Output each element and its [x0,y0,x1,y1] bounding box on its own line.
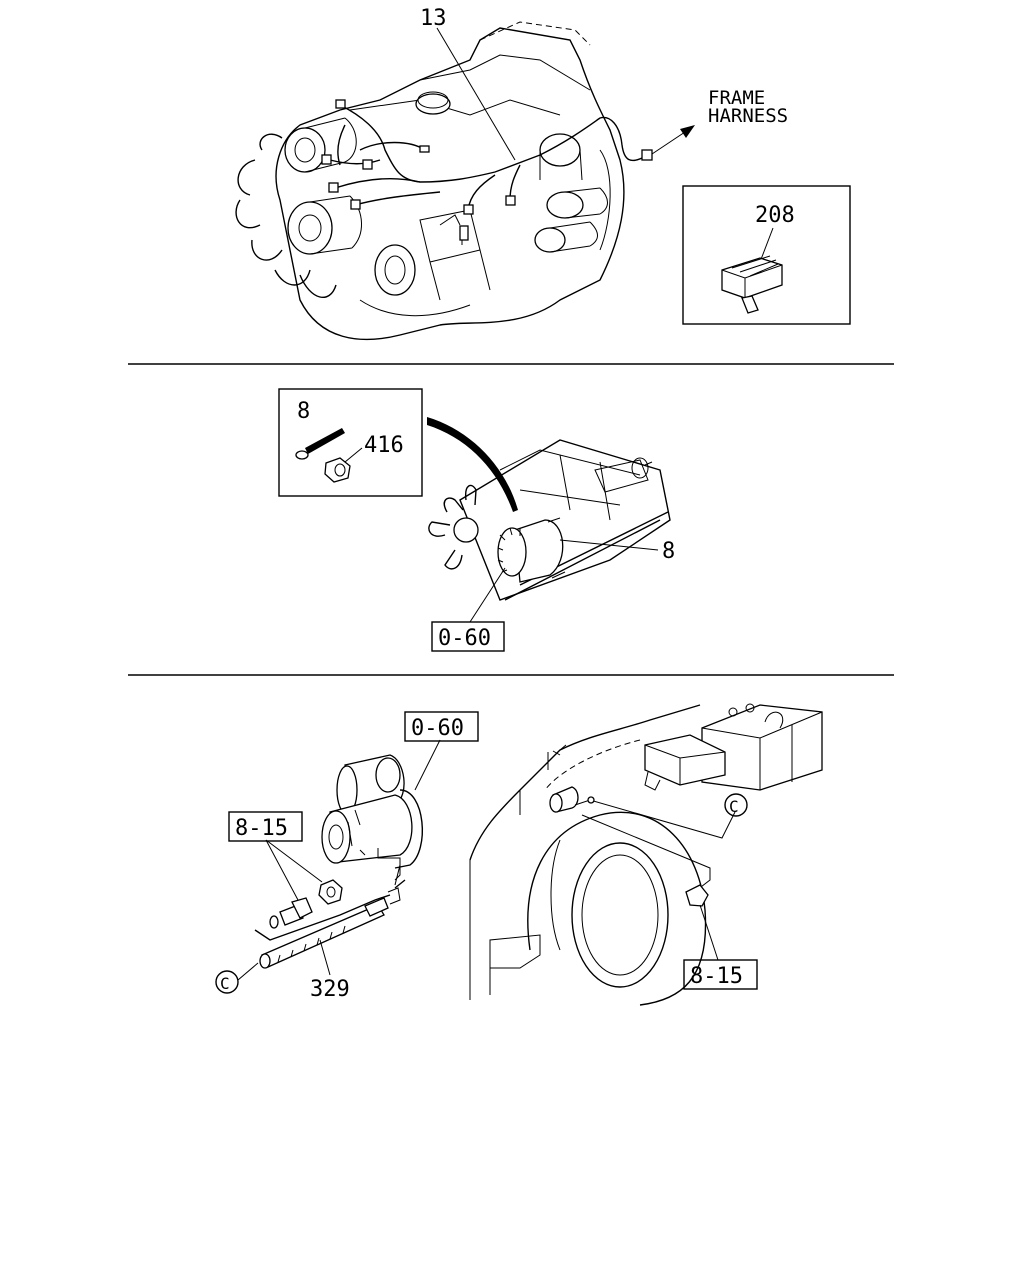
cable-329-illustration [254,864,406,969]
ref-box-0-60-bottom-label: 0-60 [411,716,464,741]
ref-box-0-60-middle-label: 0-60 [438,626,491,651]
ref-box-8-15-right[interactable]: 8-15 [683,904,758,990]
callout-329-label: 329 [310,977,350,1002]
callout-8-label: 8 [662,539,675,564]
starter-motor-illustration [321,754,423,881]
ref-box-8-15-left[interactable]: 8-15 [228,811,323,901]
ref-box-0-60-middle[interactable]: 0-60 [431,567,506,652]
ref-box-0-60-bottom[interactable]: 0-60 [404,711,479,791]
ref-box-8-15-right-label: 8-15 [690,964,743,989]
callout-13-label: 13 [420,6,447,31]
inset-208-label: 208 [755,203,795,228]
ref-box-8-15-left-label: 8-15 [235,816,288,841]
callout-13: 13 [420,6,516,161]
bolt-nut-illustration [269,879,343,929]
inset-part-416-label: 416 [364,433,404,458]
engine-harness-illustration [235,21,695,341]
circle-c-right-label: C [729,797,739,816]
frame-label-line1: FRAME [708,87,765,109]
inset-part-8-label: 8 [297,399,310,424]
circle-c-right: C [724,793,748,817]
inset-box-208: 208 [682,185,851,325]
circle-c-left: C [215,962,259,994]
starter-engine-illustration [428,439,671,601]
callout-8: 8 [559,539,675,564]
inset-box-bolt-nut: 8 416 [278,388,423,497]
callout-329: 329 [310,939,350,1002]
circle-c-left-label: C [220,974,230,993]
inset-pointer [427,417,518,512]
vehicle-wheel-battery-illustration [469,703,823,1006]
frame-label-line2: HARNESS [708,105,788,127]
